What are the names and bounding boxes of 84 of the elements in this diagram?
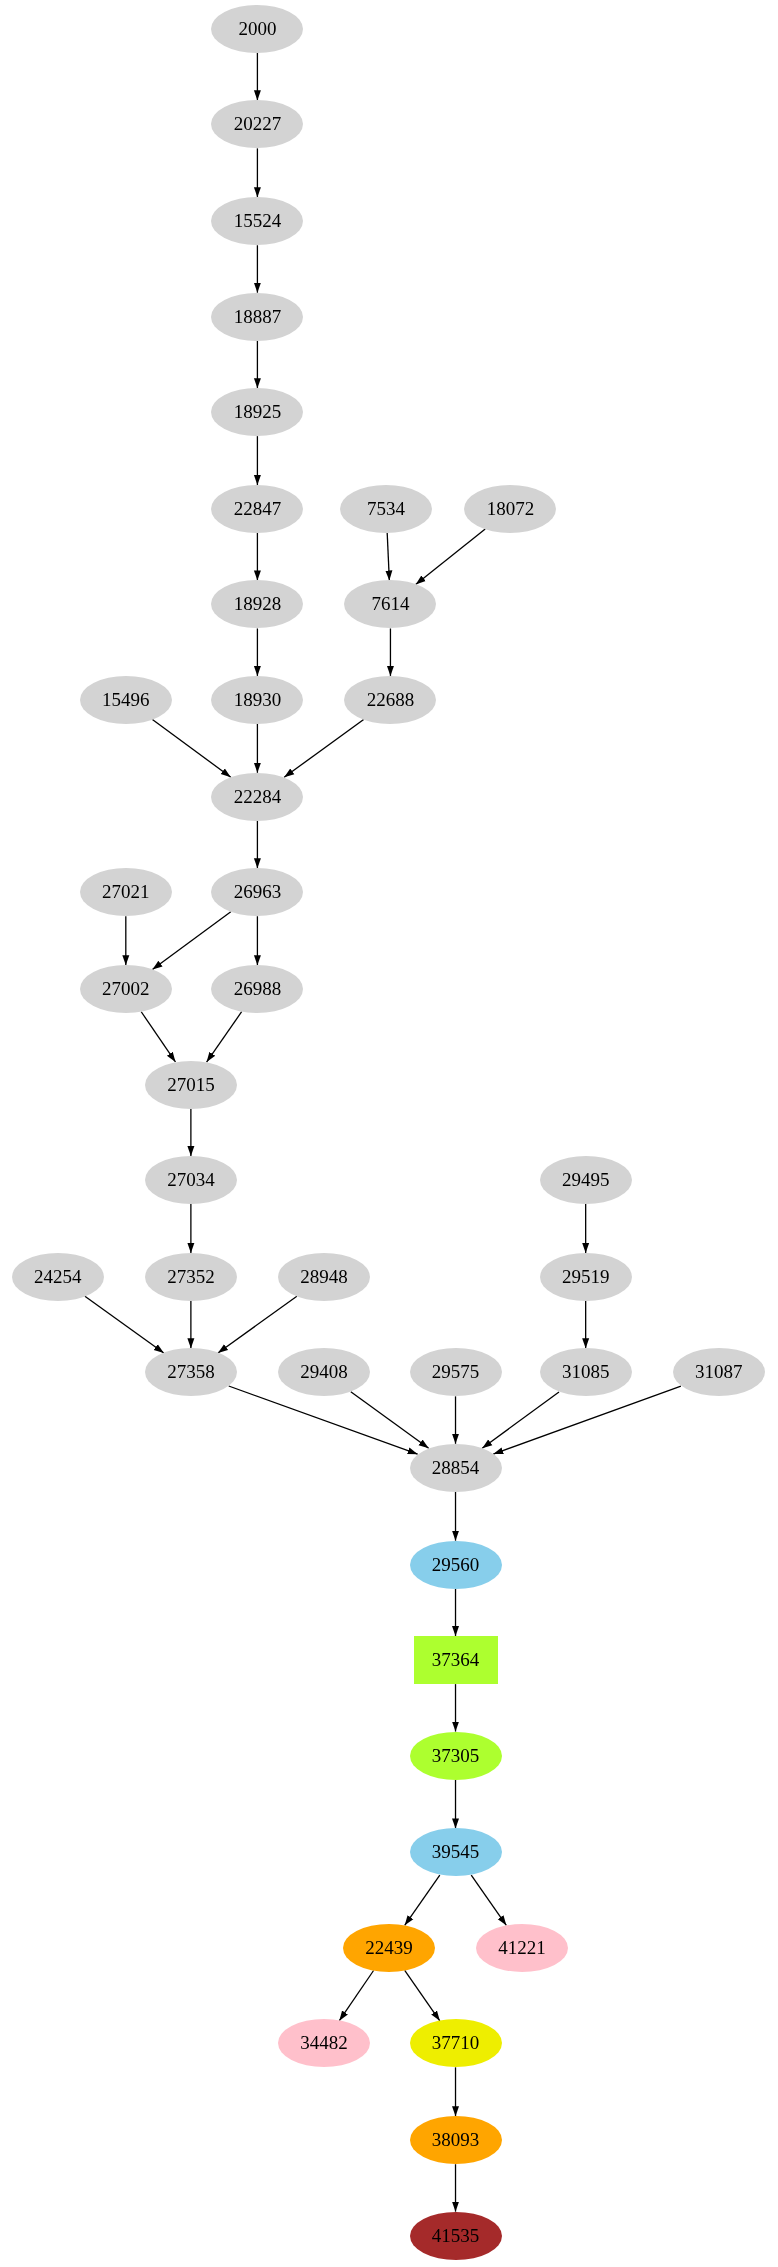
arrow	[452, 1683, 459, 1733]
arrow	[470, 1874, 507, 1926]
arrow	[253, 532, 261, 582]
arrow	[452, 1395, 459, 1445]
node-label: 37364	[431, 1649, 480, 1672]
node-label: 29560	[431, 1553, 480, 1576]
arrow	[452, 2163, 459, 2213]
node-label: 27021	[102, 881, 150, 904]
node-label: 29575	[431, 1361, 480, 1384]
arrow	[217, 1295, 298, 1354]
node-label: 37305	[431, 1744, 480, 1767]
node-label: 34482	[300, 2032, 348, 2055]
node-label: 31085	[561, 1361, 610, 1384]
node-label: 38093	[431, 2129, 480, 2152]
arrow	[582, 1300, 590, 1349]
node-label: 26963	[233, 881, 282, 904]
rectangle-node	[413, 1636, 498, 1685]
node-label: 29408	[300, 1361, 348, 1384]
arrow	[253, 244, 261, 294]
node-label: 7614	[371, 593, 410, 616]
node-label: 18930	[233, 688, 282, 711]
node-label: 29519	[561, 1265, 610, 1288]
arrow	[452, 1778, 459, 1830]
arrow	[151, 718, 232, 778]
arrow	[205, 1011, 243, 1063]
node-label: 2000	[238, 17, 277, 40]
node-label: 22688	[366, 688, 415, 711]
arrow	[253, 435, 261, 486]
node-label: 41221	[498, 1936, 546, 1959]
node-label: 27015	[167, 1073, 215, 1096]
arrow	[253, 340, 261, 389]
node-label: 18072	[486, 498, 535, 520]
node-label: 22439	[365, 1936, 413, 1959]
node-label: 27034	[167, 1169, 215, 1191]
arrow	[385, 532, 393, 582]
arrow	[187, 1107, 195, 1157]
arrow	[404, 1969, 441, 2022]
arrow	[253, 723, 261, 774]
node-label: 27358	[167, 1361, 215, 1384]
node-label: 28948	[300, 1265, 348, 1288]
ellipse-node	[409, 1443, 502, 1492]
node-label: 18925	[233, 401, 282, 424]
arrow	[404, 1874, 441, 1926]
arrow	[452, 1491, 459, 1542]
node-label: 37710	[431, 2032, 480, 2055]
node-label: 22284	[233, 785, 282, 808]
arrow	[481, 1391, 560, 1449]
arrow	[350, 1391, 430, 1449]
node-label: 27002	[102, 978, 150, 1001]
arrow	[84, 1295, 165, 1354]
node-label: 20227	[233, 113, 282, 136]
node-label: 18928	[233, 593, 282, 616]
arrow	[492, 1385, 682, 1455]
node-label: 26988	[233, 978, 282, 1001]
node-label: 29495	[561, 1169, 610, 1191]
arrow	[187, 1203, 195, 1254]
arrow	[253, 915, 261, 966]
node-label: 41535	[431, 2224, 480, 2247]
arrow	[140, 1011, 177, 1063]
node-label: 39545	[431, 1841, 480, 1864]
arrow	[122, 915, 130, 966]
arrow	[386, 627, 394, 677]
arrow	[253, 627, 261, 677]
arrow	[253, 147, 261, 198]
arrow	[338, 1969, 375, 2022]
node-label: 28854	[431, 1456, 480, 1479]
arrow	[187, 1300, 195, 1349]
node-label: 22847	[233, 498, 282, 520]
node-label: 15496	[102, 688, 150, 711]
node-label: 15524	[233, 210, 282, 233]
node-label: 7534	[367, 498, 406, 520]
arrow	[415, 528, 486, 586]
node-label: 18887	[233, 305, 282, 328]
arrow	[228, 1385, 419, 1455]
node-label: 27352	[167, 1265, 215, 1288]
arrow	[452, 1588, 459, 1637]
arrow	[582, 1203, 590, 1254]
arrow	[452, 2066, 459, 2117]
node-label: 24254	[34, 1265, 82, 1288]
node-label: 31087	[694, 1361, 743, 1384]
arrow	[253, 52, 261, 101]
arrow	[253, 820, 261, 869]
arrow	[151, 911, 232, 971]
arrow	[283, 718, 365, 778]
